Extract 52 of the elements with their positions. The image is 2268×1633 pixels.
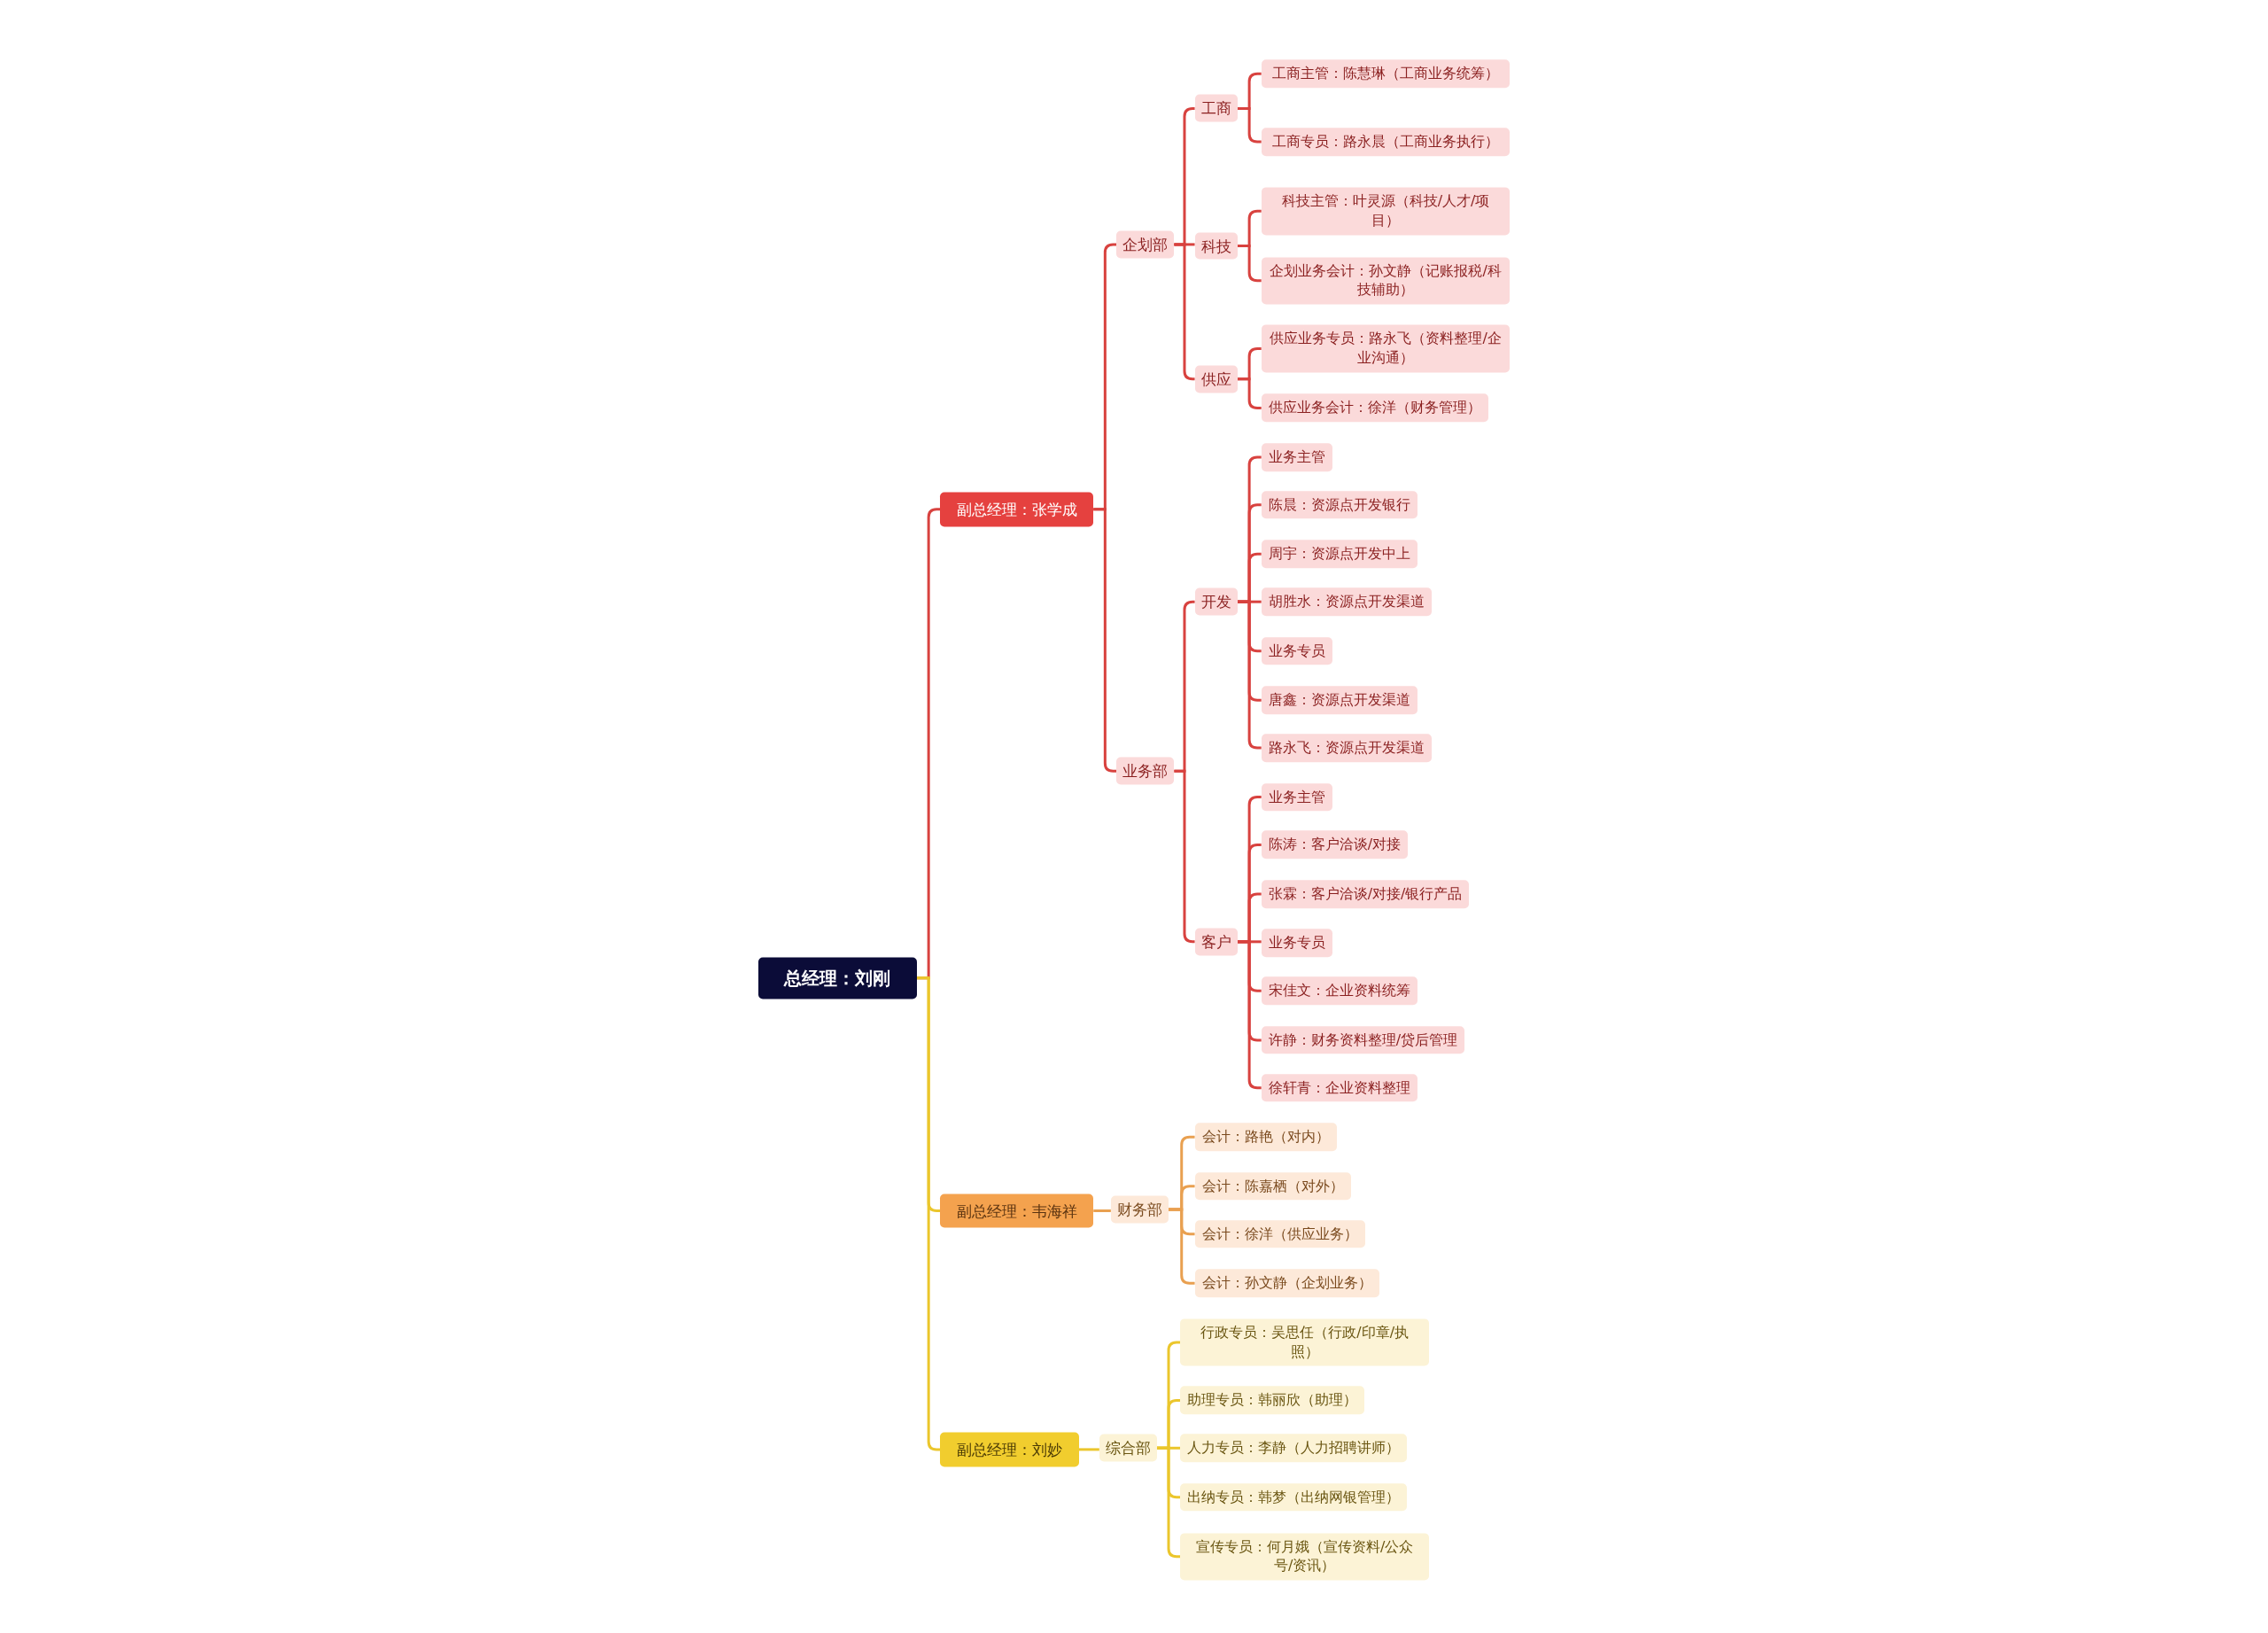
employee-box: 会计：陈嘉栖（对外） <box>1194 1171 1351 1201</box>
employee-box: 供应业务会计：徐洋（财务管理） <box>1261 393 1488 423</box>
connector-line <box>1093 1209 1111 1212</box>
employee-box: 会计：徐洋（供应业务） <box>1194 1219 1365 1248</box>
employee-box: 工商主管：陈慧琳（工商业务统筹） <box>1261 59 1511 89</box>
employee-box: 路永飞：资源点开发渠道 <box>1261 734 1432 762</box>
employee-box: 陈晨：资源点开发银行 <box>1261 491 1418 519</box>
connector-line <box>1237 940 1262 1090</box>
manager-box: 副总经理：刘妙 <box>940 1432 1079 1467</box>
connector-line <box>1237 600 1262 750</box>
employee-box: 业务专员 <box>1261 636 1332 665</box>
employee-box: 会计：路艳（对内） <box>1194 1123 1337 1152</box>
connector-line <box>1174 769 1195 944</box>
manager-box: 副总经理：韦海祥 <box>940 1194 1094 1228</box>
connector-line <box>1237 377 1262 409</box>
employee-box: 企划业务会计：孙文静（记账报税/科技辅助） <box>1261 257 1511 305</box>
employee-box: 许静：财务资料整理/贷后管理 <box>1261 1026 1465 1054</box>
connector-line <box>1078 1448 1099 1451</box>
employee-box: 业务专员 <box>1261 929 1332 958</box>
department-box: 客户 <box>1194 928 1238 956</box>
employee-box: 宣传专员：何月娥（宣传资料/公众号/资讯） <box>1180 1533 1430 1581</box>
employee-box: 唐鑫：资源点开发渠道 <box>1261 686 1418 714</box>
employee-box: 人力专员：李静（人力招聘讲师） <box>1180 1434 1408 1463</box>
department-box: 工商 <box>1194 94 1238 122</box>
employee-box: 陈涛：客户洽谈/对接 <box>1261 830 1409 859</box>
manager-box: 副总经理：张学成 <box>940 492 1094 527</box>
employee-box: 行政专员：吴思任（行政/印章/执照） <box>1180 1318 1430 1366</box>
employee-box: 徐轩青：企业资料整理 <box>1261 1073 1418 1102</box>
connector-line <box>1237 245 1262 283</box>
employee-box: 工商专员：路永晨（工商业务执行） <box>1261 128 1511 156</box>
employee-box: 业务主管 <box>1261 443 1332 471</box>
root-box: 总经理：刘刚 <box>757 957 918 999</box>
employee-box: 供应业务专员：路永飞（资料整理/企业沟通） <box>1261 324 1511 373</box>
department-box: 开发 <box>1194 587 1238 616</box>
employee-box: 业务主管 <box>1261 782 1332 812</box>
employee-box: 会计：孙文静（企划业务） <box>1194 1269 1379 1297</box>
connector-line <box>1174 243 1195 381</box>
employee-box: 宋佳文：企业资料统筹 <box>1261 976 1418 1006</box>
connector-line <box>1168 1208 1195 1285</box>
department-box: 供应 <box>1194 365 1238 393</box>
employee-box: 出纳专员：韩梦（出纳网银管理） <box>1180 1483 1408 1512</box>
department-box: 科技 <box>1194 232 1238 260</box>
department-box: 企划部 <box>1116 230 1175 259</box>
employee-box: 助理专员：韩丽欣（助理） <box>1180 1386 1365 1415</box>
connector-line <box>1237 106 1262 144</box>
employee-box: 胡胜水：资源点开发渠道 <box>1261 587 1432 616</box>
employee-box: 张霖：客户洽谈/对接/银行产品 <box>1261 880 1470 908</box>
employee-box: 周宇：资源点开发中上 <box>1261 540 1418 569</box>
department-box: 业务部 <box>1116 757 1175 785</box>
department-box: 财务部 <box>1110 1195 1169 1224</box>
employee-box: 科技主管：叶灵源（科技/人才/项目） <box>1261 187 1511 235</box>
department-box: 综合部 <box>1099 1434 1157 1462</box>
